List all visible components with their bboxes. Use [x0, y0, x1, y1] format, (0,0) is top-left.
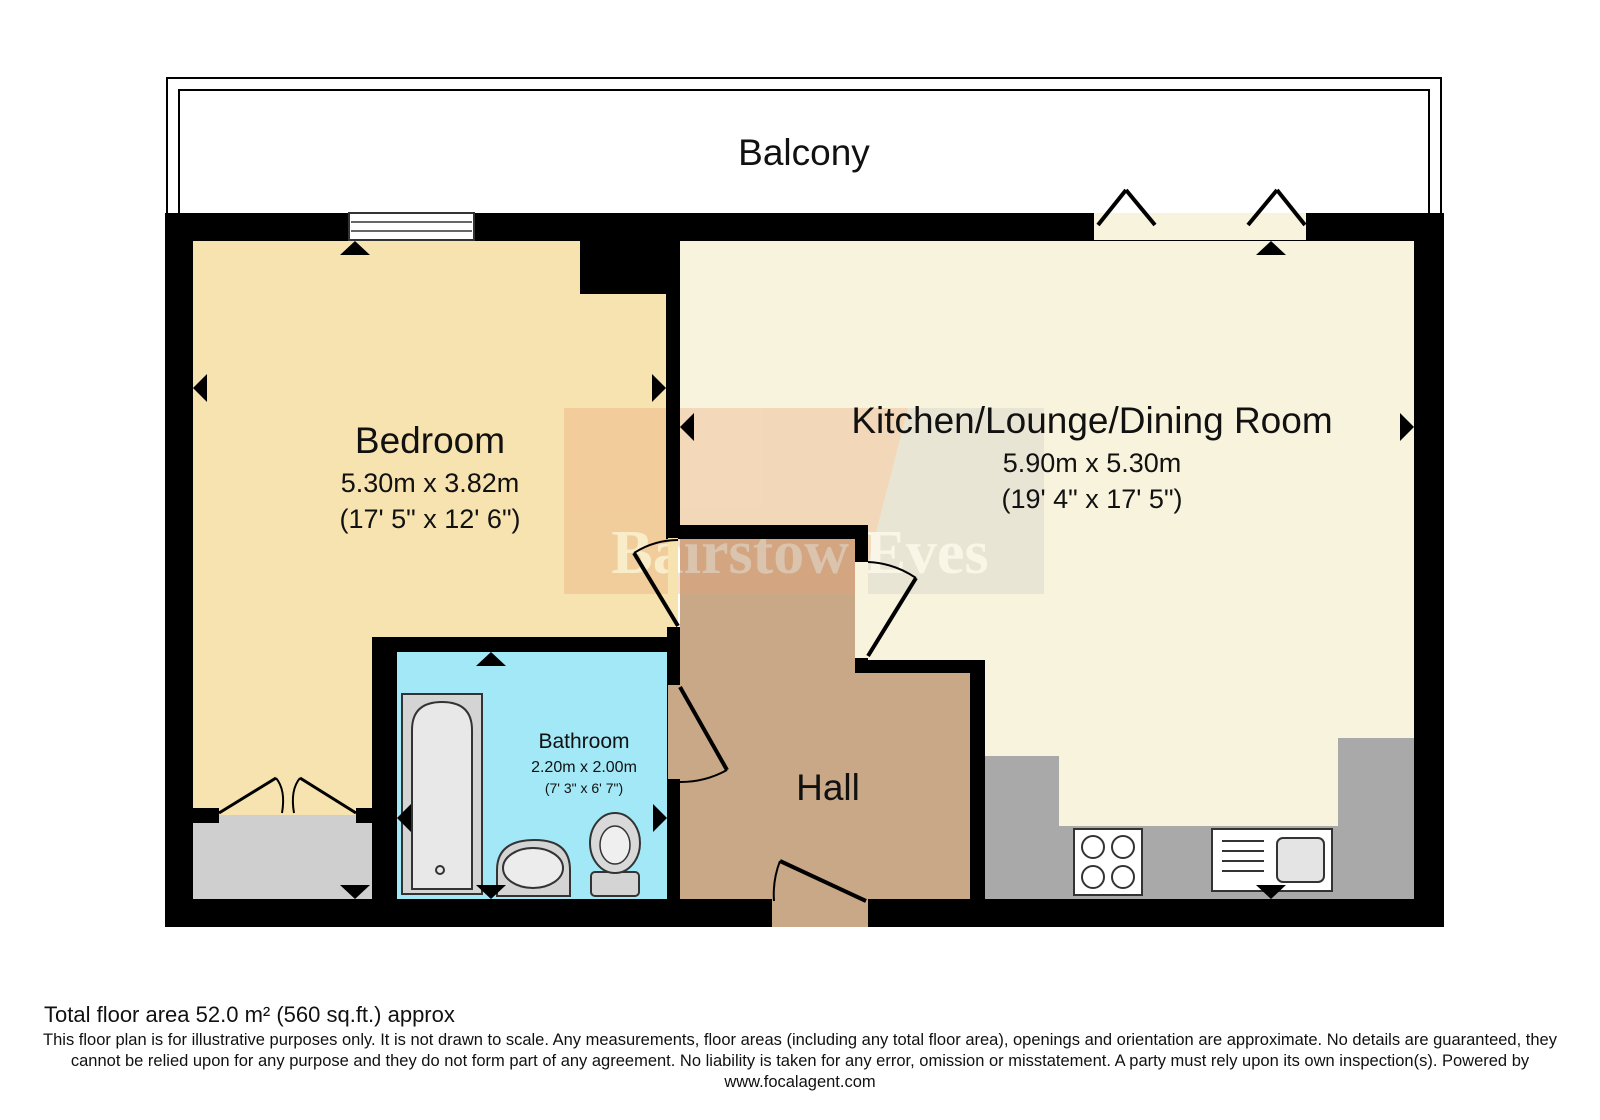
kitchen-metric: 5.90m x 5.30m [1003, 448, 1182, 478]
wall-hall-north [666, 525, 868, 539]
bathroom-metric: 2.20m x 2.00m [531, 759, 637, 776]
watermark: Bairstow Eves [564, 408, 1044, 594]
balcony [166, 77, 1442, 216]
balcony-label: Balcony [738, 132, 870, 173]
wardrobe-jamb-left [193, 808, 219, 823]
wardrobe-jamb-right [356, 808, 372, 823]
room-marker-icon [193, 241, 1414, 899]
bedroom-label: Bedroom [355, 420, 505, 461]
bathroom-imperial: (7' 3" x 6' 7") [545, 780, 623, 796]
bedroom-door-opening [668, 538, 678, 626]
wall-bedroom-kitchen [666, 240, 680, 538]
entrance-opening [772, 899, 868, 927]
wall-east [1414, 213, 1444, 927]
bedroom-metric: 5.30m x 3.82m [341, 468, 520, 498]
bathroom-door-opening [668, 685, 680, 779]
bath-icon [401, 693, 483, 895]
door-swing-icon [218, 188, 1307, 903]
window-icon [348, 212, 475, 241]
wall-bathroom-west [372, 637, 397, 899]
basin-icon [496, 838, 571, 897]
kitchen-label: Kitchen/Lounge/Dining Room [851, 400, 1332, 441]
toilet-icon [589, 812, 641, 897]
total-floor-area: Total floor area 52.0 m² (560 sq.ft.) ap… [44, 1002, 455, 1027]
bathroom-label: Bathroom [538, 730, 629, 753]
kitchen-door-opening [855, 562, 868, 658]
hob-icon [1073, 828, 1143, 896]
balcony-inner-rail [178, 89, 1430, 216]
wall-bathroom-north [372, 637, 680, 652]
wall-hall-step [855, 660, 985, 673]
kitchen-units [985, 738, 1414, 899]
bedroom-imperial: (17' 5" x 12' 6") [339, 504, 520, 534]
kitchen-worktop [985, 826, 1414, 899]
kitchen-imperial: (19' 4" x 17' 5") [1001, 484, 1182, 514]
disclaimer: This floor plan is for illustrative purp… [43, 1031, 1557, 1091]
wall-hall-kitchen [970, 660, 985, 899]
french-door-opening [1094, 213, 1306, 240]
floor-plan: Bairstow Eves [165, 77, 1444, 927]
wall-pillar [580, 240, 680, 294]
hall-label: Hall [796, 767, 860, 808]
hall-floor [680, 538, 970, 899]
sink-icon [1211, 828, 1333, 892]
wall-west [165, 213, 193, 927]
